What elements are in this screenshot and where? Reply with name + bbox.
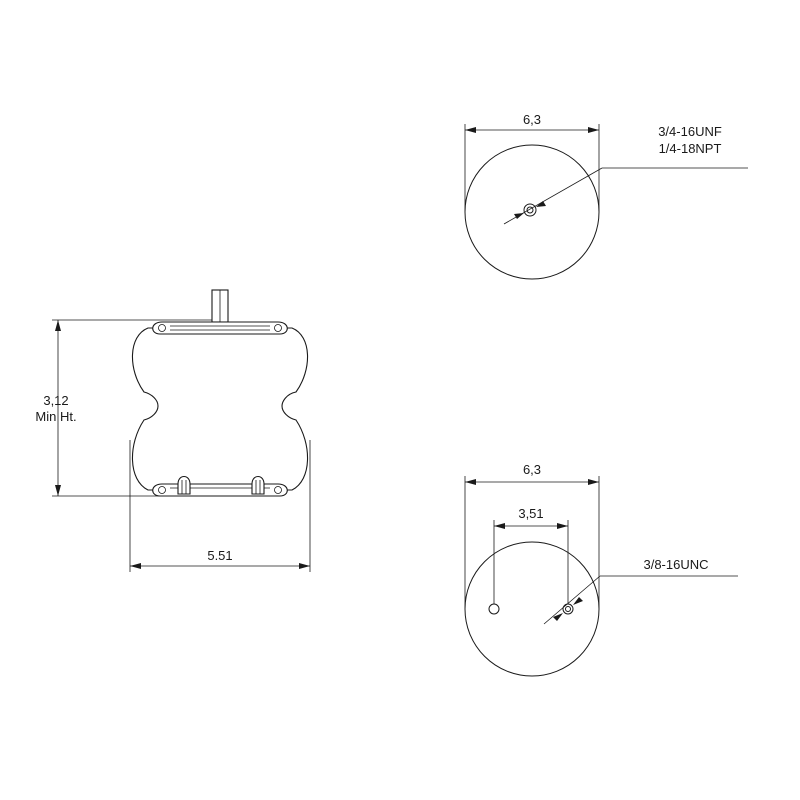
height-note: Min Ht.	[35, 409, 76, 424]
top-diameter-value: 6,3	[523, 112, 541, 127]
left-stud	[177, 475, 191, 495]
air-port-inner	[526, 206, 534, 214]
stud-spacing-value: 3,51	[518, 506, 543, 521]
stud-hole-right-inner	[565, 606, 571, 612]
top-bead-plate	[152, 321, 288, 335]
air-port-outer	[523, 203, 537, 217]
bottom-plate-circle	[464, 541, 600, 677]
width-value: 5.51	[207, 548, 232, 563]
bottom-view: 6,3 3,51 3/8-16UNC	[464, 462, 738, 677]
stud-spacing-dimension	[493, 520, 569, 604]
port-thread-1: 3/4-16UNF	[658, 124, 722, 139]
port-thread-2: 1/4-18NPT	[659, 141, 722, 156]
port-leader	[503, 167, 748, 225]
stud-hole-right-outer	[562, 603, 574, 615]
bottom-diameter-value: 6,3	[523, 462, 541, 477]
top-diameter-dimension	[464, 124, 600, 212]
top-view: 6,3 3/4-16UNF 1/4-18NPT	[464, 112, 748, 280]
bellows-body	[131, 327, 309, 491]
width-dimension	[129, 440, 311, 572]
bottom-diameter-dimension	[464, 476, 600, 609]
right-stud	[251, 475, 265, 495]
height-dimension	[52, 319, 212, 497]
stud-hole-left	[488, 603, 500, 615]
side-view: 3,12 Min Ht. 5.51	[35, 289, 311, 572]
bottom-bead-plate	[152, 483, 288, 497]
stud-leader	[543, 575, 738, 625]
height-value: 3,12	[43, 393, 68, 408]
stud-thread: 3/8-16UNC	[643, 557, 708, 572]
